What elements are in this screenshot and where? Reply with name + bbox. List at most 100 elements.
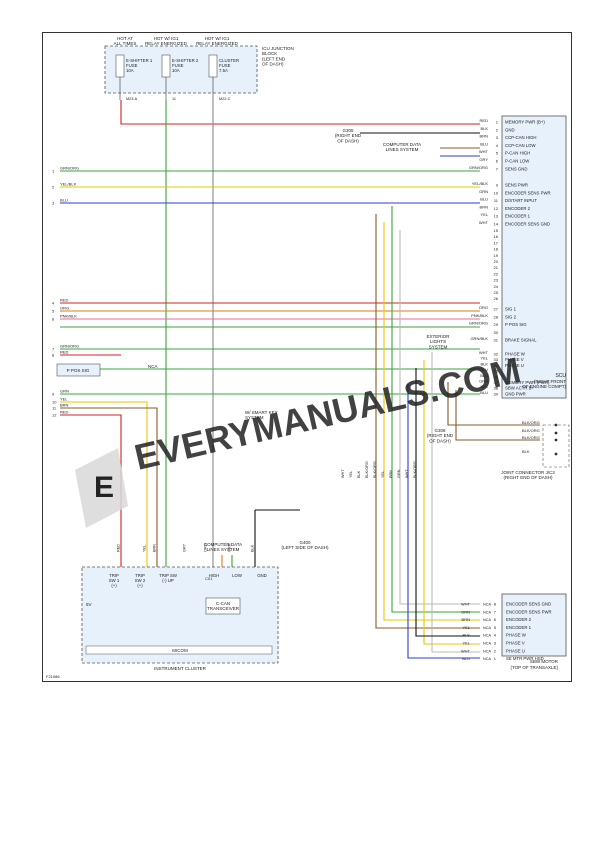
scu-pin-number: 30 [494,330,499,335]
scu-pin-wire: BLU [480,197,488,202]
joint-connector-wire: BLK [522,449,530,454]
scu-pin-number: 2 [496,127,499,132]
left-wire-number: 3 [52,201,55,206]
icu-junction-block [104,45,258,94]
scu-box [501,115,567,399]
vertical-wire-label: GRN [397,469,401,478]
motor-pin-nca: NCA [483,649,491,653]
motor-pin-number: 3 [494,641,497,646]
scu-pin-label: ENCODER SENS GND [505,222,550,227]
scu-pin-number: 24 [494,284,499,289]
wire [399,230,480,605]
scu-pin-wire: WHT [479,149,489,154]
scu-pin-label: SENS PWR [505,183,528,188]
vertical-wire-label: BLK [357,470,361,478]
fuse-body [115,54,125,78]
motor-pin-nca: NCA [483,603,491,607]
left-wire-number: 7 [52,347,55,352]
watermark-logo: E [75,448,128,528]
scu-pin-wire: BLU [480,390,488,395]
scu-pin-number: 36 [494,374,499,379]
motor-pin-label: PHASE W [506,633,527,638]
scu-pin-label: ENCODER 1 [505,214,531,219]
wire-harness [60,100,540,659]
cluster-wire-label: BRN [153,544,157,552]
wire [415,368,480,637]
cluster-terminal-label: HIGH [209,573,220,578]
scu-pin-wire: BRN [480,134,489,139]
cluster-terminal-label: LOW [232,573,243,578]
motor-pin-label: ENCODER 2 [506,617,532,622]
scu-pin-wire: GRN [479,189,488,194]
scu-pin-wire: BLK [480,384,488,389]
left-wire-label: RED [60,350,69,355]
left-wire-number: 4 [52,301,55,306]
left-wire-label: RED [60,298,69,303]
left-wire-number: 6 [52,317,55,322]
joint-connector-pin [554,423,558,427]
wire [407,384,480,659]
left-wire-label: GRN [60,389,69,394]
nca-label: NCA [148,364,158,369]
motor-pin-wire: YEL [462,625,470,630]
motor-pin-wire: WHT [461,602,471,607]
cluster-wire-label: ORG [204,543,208,552]
motor-pin-wire: GRN [461,609,470,614]
cluster-terminal-label: TRIP SW(-) UP [159,573,178,583]
scu-pin-label: P-CAN HIGH [505,151,530,156]
wire [383,222,480,621]
motor-pin-wire: BLK [462,633,470,638]
scu-pin-label: P-CAN LOW [505,159,530,164]
wire [60,414,122,570]
cluster-wire-label: YEL [143,545,147,552]
left-wire-label: RED [60,410,69,415]
scu-pin-number: 16 [494,234,499,239]
joint-connector-wire: BLK/ORG [522,435,540,440]
left-wire-number: 5 [52,309,55,314]
scu-pin-number: 12 [494,206,499,211]
vertical-wire-label: YEL [349,471,353,478]
scu-pin-number: 6 [496,159,499,164]
scu-pin-number: 31 [494,338,499,343]
motor-pin-number: 4 [494,633,497,638]
cluster-wire-label: GRY [183,543,187,552]
scu-pin-number: 4 [496,143,499,148]
c01-label: C01 [205,576,213,581]
scu-pin-number: 29 [494,322,499,327]
motor-pin-number: 2 [494,648,497,653]
vertical-wire-label: BLK/ORG [373,461,377,478]
scu-pin-number: 33 [494,357,499,362]
scu-pin-number: 20 [494,259,499,264]
cluster-wire-label: RED [117,544,121,552]
micom-label: MICOM [172,648,188,653]
joint-connector-label: JOINT CONNECTOR J/C3(RIGHT END OF DASH) [501,470,555,480]
scu-pin-wire: RED [480,118,489,123]
scu-pin-number: 28 [494,314,499,319]
scu-pin-wire: BLK [480,126,488,131]
scu-pin-label: ENCODER SENS PWR [505,190,551,195]
scu-pin-label: P POS SIG [505,322,527,327]
motor-pin-label: SE MTR PWR HSD [506,656,544,661]
scu-pin-wire: GRY [479,157,488,162]
left-wire-list: 1GRN/ORG2YEL/BLK3BLU4RED5ORG6PNK/BLK7GRN… [52,166,79,418]
scu-pin-number: 15 [494,228,499,233]
left-wire-label: PNK/BLK [60,314,77,319]
joint-connector-pin [554,431,558,435]
scu-pin-wire: GRN [479,379,488,384]
motor-pin-number: 8 [494,602,497,607]
wire [447,382,540,426]
scu-pin-number: 14 [494,222,499,227]
scu-pin-number: 19 [494,253,499,258]
motor-pin-nca: NCA [483,626,491,630]
motor-pin-number: 6 [494,617,497,622]
